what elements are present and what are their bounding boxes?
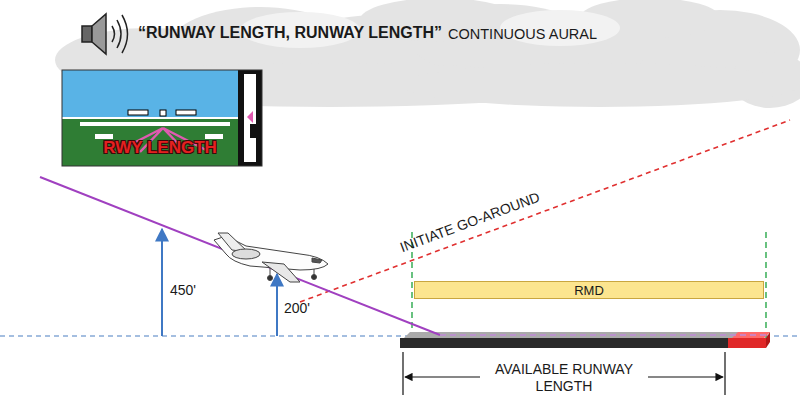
aural-message: “RUNWAY LENGTH, RUNWAY LENGTH” (138, 24, 442, 42)
speaker-icon (82, 14, 128, 54)
dimension-label: AVAILABLE RUNWAY LENGTH (480, 361, 648, 396)
pfd-display (62, 70, 262, 166)
height-arrow (276, 274, 278, 336)
node-text: RMD (574, 283, 604, 298)
runway (400, 332, 770, 348)
pfd-alert: RWY LENGTH (103, 138, 217, 158)
aural-note: CONTINUOUS AURAL (448, 26, 597, 43)
aircraft (214, 233, 328, 282)
height-value: 200' (284, 300, 310, 316)
go-around-note: INITIATE GO-AROUND (398, 189, 542, 256)
dimension-extension (724, 352, 725, 395)
glide-path (40, 177, 440, 335)
rmd-bar: RMD (414, 281, 764, 299)
ground-roll (440, 334, 770, 336)
height-arrow (161, 229, 163, 336)
go-around-path (300, 120, 790, 302)
rmd-end-line (765, 232, 766, 345)
height-value: 450' (170, 282, 196, 298)
dimension-extension (402, 352, 403, 395)
